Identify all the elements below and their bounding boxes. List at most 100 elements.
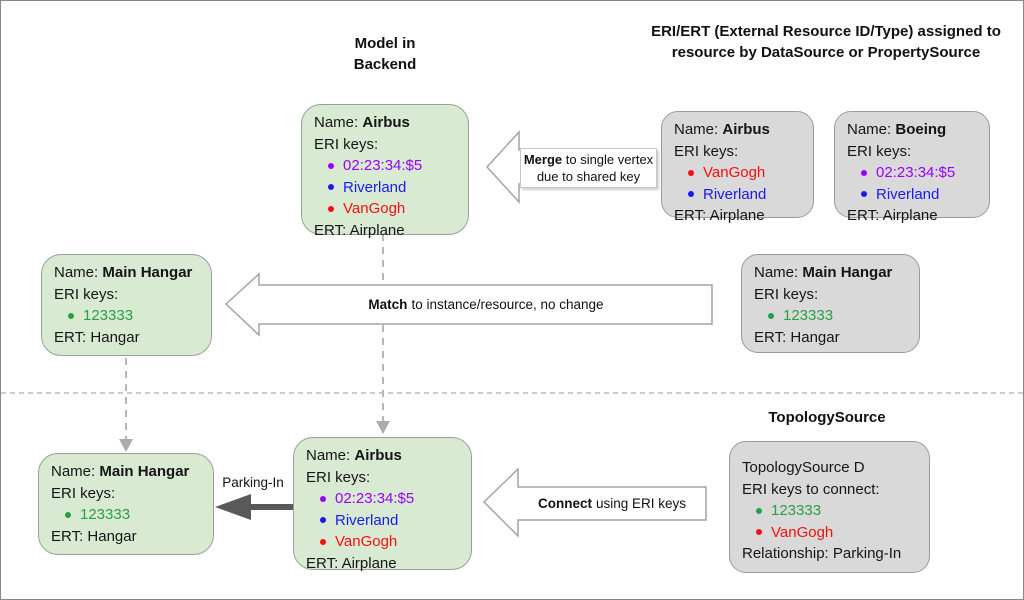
name-label: Name: <box>306 447 355 464</box>
eri-key-item: 02:23:34:$5 <box>861 162 979 184</box>
eri-key-item: 123333 <box>756 500 919 522</box>
eri-keys-label: ERI keys: <box>674 142 739 160</box>
eri-key-value: 02:23:34:$5 <box>876 164 956 181</box>
backend-airbus-box: Name: Airbus ERI keys: 02:23:34:$5 River… <box>301 104 469 239</box>
dashed-connector-hangar-arrowhead <box>119 439 133 452</box>
ert-label: ERT: <box>306 554 342 572</box>
eri-key-value: Riverland <box>343 178 407 196</box>
bullet-dot <box>320 517 326 524</box>
box-name-line: Name: Airbus <box>314 112 458 134</box>
box-name-line: Name: Airbus <box>306 445 461 467</box>
ert-value: Hangar <box>87 527 137 545</box>
match-arrow-label: Match to instance/resource, no change <box>261 286 711 323</box>
eri-key-item: Riverland <box>328 177 458 199</box>
bullet-dot <box>768 312 774 319</box>
topology-source-name: TopologySource D <box>742 459 865 476</box>
bullet-dot <box>756 529 762 536</box>
eri-key-value: 123333 <box>771 502 822 519</box>
eri-key-item: Riverland <box>320 510 461 532</box>
sources-section-heading: ERI/ERT (External Resource ID/Type) assi… <box>651 23 1001 61</box>
name-label: Name: <box>54 264 103 281</box>
box-name-line: Name: Main Hangar <box>754 262 909 284</box>
eri-key-item: 02:23:34:$5 <box>328 155 458 177</box>
eri-key-value: VanGogh <box>771 523 834 541</box>
backend-hangar-bottom-box: Name: Main Hangar ERI keys: 123333 ERT: … <box>38 453 214 555</box>
eri-key-value: 123333 <box>83 307 134 324</box>
ert-line: ERT: Hangar <box>51 526 203 548</box>
parking-in-label: Parking-In <box>222 475 284 490</box>
dashed-connector-airbus-arrowhead <box>376 421 390 434</box>
name-value: Airbus <box>362 114 410 131</box>
bullet-dot <box>328 184 334 191</box>
ert-label: ERT: <box>754 328 791 346</box>
eri-keys-label: ERI keys: <box>314 135 379 153</box>
ert-value: Hangar <box>90 328 140 346</box>
eri-key-item: 123333 <box>68 305 201 327</box>
ert-value: Airplane <box>341 554 397 572</box>
eri-key-item: Riverland <box>861 184 979 206</box>
eri-key-value: VanGogh <box>343 200 406 217</box>
eri-key-value: Riverland <box>876 185 940 203</box>
eri-key-item: 02:23:34:$5 <box>320 488 461 510</box>
relationship-line: Relationship: Parking-In <box>742 543 919 565</box>
box-name-line: Name: Main Hangar <box>54 262 201 284</box>
eri-keys-label: ERI keys: <box>306 468 371 486</box>
ert-line: ERT: Hangar <box>754 327 909 349</box>
ert-label: ERT: <box>847 207 883 224</box>
ert-label: ERT: <box>314 221 350 239</box>
eri-key-item: VanGogh <box>688 162 803 184</box>
box-name-line: Name: Boeing <box>847 119 979 141</box>
eri-key-item: 123333 <box>768 305 909 327</box>
ert-line: ERT: Airplane <box>314 220 458 242</box>
eri-key-value: VanGogh <box>335 533 398 550</box>
eri-key-value: VanGogh <box>703 164 766 181</box>
source-boeing-box: Name: Boeing ERI keys: 02:23:34:$5 River… <box>834 111 990 224</box>
name-value: Airbus <box>722 121 770 138</box>
bullet-dot <box>320 495 326 502</box>
name-value: Main Hangar <box>99 463 190 480</box>
bullet-dot <box>65 511 71 518</box>
eri-key-item: 123333 <box>65 504 203 526</box>
ert-line: ERT: Airplane <box>674 205 803 227</box>
parking-in-arrowhead <box>215 494 251 520</box>
bullet-dot <box>861 169 867 176</box>
source-airbus-box: Name: Airbus ERI keys: VanGogh Riverland… <box>661 111 814 224</box>
relationship-value: Parking-In <box>832 545 902 562</box>
merge-arrow-label-bold: Merge <box>523 152 563 167</box>
name-label: Name: <box>847 121 896 138</box>
backend-airbus-bottom-box: Name: Airbus ERI keys: 02:23:34:$5 River… <box>293 437 472 572</box>
bullet-dot <box>688 169 694 176</box>
name-value: Boeing <box>895 121 947 138</box>
eri-key-value: Riverland <box>335 511 399 529</box>
topology-source-box: TopologySource D ERI keys to connect: 12… <box>729 441 930 573</box>
match-arrow-label-bold: Match <box>368 297 408 312</box>
eri-key-value: 123333 <box>783 307 834 324</box>
ert-line: ERT: Airplane <box>306 553 461 575</box>
ert-label: ERT: <box>674 207 710 224</box>
ert-value: Airplane <box>882 207 938 224</box>
eri-keys-label: ERI keys to connect: <box>742 480 880 498</box>
ert-value: Airplane <box>349 221 405 239</box>
merge-arrow-label: Merge to single vertex due to shared key <box>520 148 657 188</box>
backend-hangar-box: Name: Main Hangar ERI keys: 123333 ERT: … <box>41 254 212 356</box>
name-label: Name: <box>51 463 100 480</box>
connect-arrow-label: Connect using ERI keys <box>518 488 706 519</box>
merge-arrow-label-rest: to single vertex due to shared key <box>536 152 654 184</box>
bullet-dot <box>320 538 326 545</box>
bullet-dot <box>328 205 334 212</box>
ert-line: ERT: Hangar <box>54 327 201 349</box>
relationship-label: Relationship: <box>742 545 833 562</box>
ert-value: Hangar <box>790 328 840 346</box>
connect-arrow-label-rest: using ERI keys <box>595 496 687 511</box>
eri-keys-label: ERI keys: <box>847 142 912 160</box>
box-name-line: Name: Airbus <box>674 119 803 141</box>
match-arrow-shape <box>224 272 713 337</box>
name-label: Name: <box>674 121 723 138</box>
match-arrow-label-rest: to instance/resource, no change <box>411 297 604 312</box>
eri-key-value: Riverland <box>703 185 767 203</box>
connect-arrow-shape <box>482 467 707 538</box>
box-name-line: Name: Main Hangar <box>51 461 203 483</box>
name-value: Main Hangar <box>102 264 193 281</box>
bullet-dot <box>328 162 334 169</box>
eri-key-item: VanGogh <box>328 198 458 220</box>
